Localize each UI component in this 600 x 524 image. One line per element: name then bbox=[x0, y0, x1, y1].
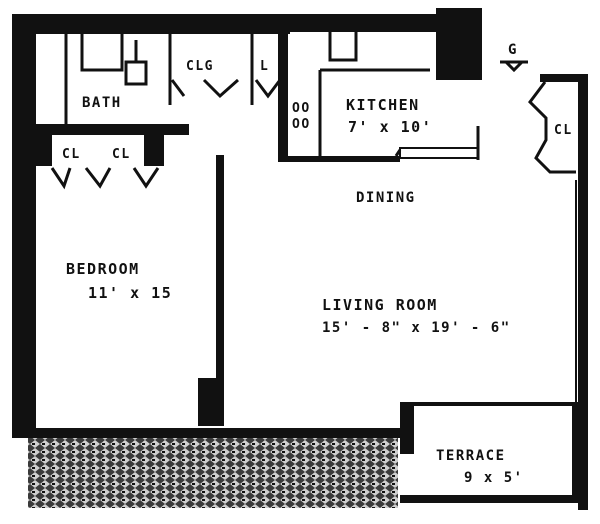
kitchen-bottom-wall bbox=[288, 156, 400, 162]
label-oo-2: OO bbox=[292, 117, 311, 132]
chimney-block bbox=[436, 8, 482, 80]
label-l: L bbox=[260, 59, 269, 74]
planter-strip bbox=[28, 438, 398, 508]
entry-arrow-icon bbox=[500, 60, 528, 73]
terrace-top-wall bbox=[400, 402, 580, 406]
toilet bbox=[124, 60, 148, 86]
label-oo: OO bbox=[292, 101, 311, 116]
label-cl-left: CL bbox=[62, 147, 81, 162]
left-wall bbox=[12, 14, 36, 434]
top-wall-kitchen bbox=[288, 14, 438, 32]
counter bbox=[399, 147, 479, 159]
bottom-wall bbox=[12, 428, 400, 438]
terrace-right-wall bbox=[572, 402, 580, 502]
terrace-left-post bbox=[400, 402, 414, 454]
bedroom-partition bbox=[216, 155, 224, 380]
label-kitchen: KITCHEN bbox=[346, 96, 420, 114]
kitchen-fixtures bbox=[318, 28, 480, 160]
hall-closets bbox=[168, 30, 282, 105]
bathtub bbox=[80, 28, 124, 72]
right-wall-lower bbox=[578, 405, 588, 510]
bath-partition bbox=[278, 30, 288, 162]
label-bedroom-size: 11' x 15 bbox=[88, 284, 172, 302]
label-entry: G bbox=[508, 42, 518, 58]
closet-block-right bbox=[144, 130, 164, 166]
label-bath: BATH bbox=[82, 95, 122, 111]
label-bedroom: BEDROOM bbox=[66, 260, 140, 278]
label-living-size: 15' - 8" x 19' - 6" bbox=[322, 320, 511, 336]
label-kitchen-size: 7' x 10' bbox=[348, 118, 432, 136]
right-wall bbox=[578, 75, 588, 405]
label-terrace: TERRACE bbox=[436, 448, 506, 464]
bath-bottom-wall bbox=[24, 124, 189, 135]
upper-right-wall bbox=[540, 74, 588, 82]
bath-fixtures bbox=[64, 28, 148, 124]
top-wall bbox=[12, 14, 290, 34]
label-clg: CLG bbox=[186, 59, 214, 74]
terrace-bottom-wall bbox=[400, 495, 580, 503]
label-living: LIVING ROOM bbox=[322, 296, 438, 314]
label-terrace-size: 9 x 5' bbox=[464, 470, 524, 486]
bedroom-closets bbox=[50, 167, 160, 190]
room-labels: BATH CLG L OO OO KITCHEN 7' x 10' CL CL … bbox=[62, 42, 573, 486]
refrigerator bbox=[328, 28, 358, 62]
bedroom-door-post bbox=[198, 378, 224, 426]
label-cl-mid: CL bbox=[112, 147, 131, 162]
label-cl-right: CL bbox=[554, 123, 573, 138]
right-closet bbox=[528, 81, 576, 174]
closet-block bbox=[24, 130, 52, 166]
walls bbox=[12, 8, 588, 510]
label-dining: DINING bbox=[356, 190, 416, 206]
